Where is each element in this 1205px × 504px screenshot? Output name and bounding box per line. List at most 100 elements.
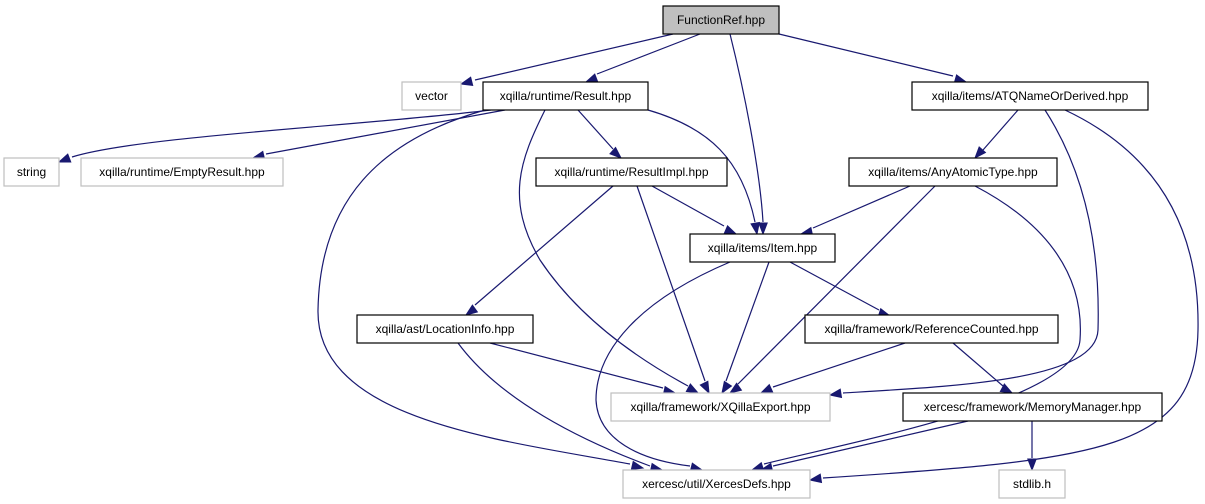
- edge-line: [636, 185, 706, 382]
- node-refcounted-box: [804, 314, 1059, 344]
- edge-arrowhead: [57, 153, 72, 163]
- edge-arrowhead: [828, 388, 843, 399]
- node-string-box: [3, 157, 60, 187]
- edge-functionref-to-atqname: [778, 33, 968, 84]
- node-result[interactable]: xqilla/runtime/Result.hpp: [482, 81, 649, 111]
- node-vector[interactable]: vector: [401, 81, 462, 111]
- edge-line: [737, 185, 936, 385]
- node-resultimpl-label: xqilla/runtime/ResultImpl.hpp: [554, 165, 708, 179]
- node-atqname-label: xqilla/items/ATQNameOrDerived.hpp: [932, 89, 1129, 103]
- edge-memmanager-to-stdlib: [1027, 421, 1037, 472]
- edge-locationinfo-to-xqillaexport: [489, 342, 677, 396]
- edge-line: [596, 33, 701, 75]
- edge-line: [729, 33, 764, 223]
- edge-line: [812, 185, 911, 229]
- edge-line: [842, 109, 1099, 394]
- node-resultimpl-box: [535, 157, 728, 187]
- edge-refcounted-to-xqillaexport: [759, 342, 906, 394]
- edge-arrowhead: [630, 460, 645, 471]
- node-vector-box: [401, 81, 462, 111]
- node-item-label: xqilla/items/Item.hpp: [708, 241, 818, 255]
- edge-arrowhead: [728, 382, 743, 394]
- node-emptyresult-box: [80, 157, 284, 187]
- node-xercesdefs[interactable]: xercesc/util/XercesDefs.hpp: [622, 469, 811, 499]
- edge-arrowhead: [1027, 458, 1037, 472]
- node-item[interactable]: xqilla/items/Item.hpp: [689, 233, 836, 263]
- node-memmanager[interactable]: xercesc/framework/MemoryManager.hpp: [902, 392, 1163, 422]
- edge-memmanager-to-xercesdefs: [759, 420, 969, 473]
- node-locationinfo-label: xqilla/ast/LocationInfo.hpp: [376, 322, 515, 336]
- node-memmanager-box: [902, 392, 1163, 422]
- edge-resultimpl-to-xqillaexport: [636, 185, 710, 395]
- node-refcounted[interactable]: xqilla/framework/ReferenceCounted.hpp: [804, 314, 1059, 344]
- node-string[interactable]: string: [3, 157, 60, 187]
- edge-arrowhead: [609, 146, 623, 159]
- edge-line: [952, 342, 1004, 387]
- node-locationinfo-box: [356, 314, 534, 344]
- edge-item-to-xercesdefs: [595, 261, 731, 472]
- node-xqillaexport[interactable]: xqilla/framework/XQillaExport.hpp: [610, 392, 831, 422]
- edge-result-to-resultimpl: [577, 109, 623, 159]
- edge-item-to-refcounted: [789, 261, 892, 318]
- edge-line: [317, 109, 631, 465]
- edge-resultimpl-to-item: [651, 185, 738, 235]
- edge-result-to-string: [57, 109, 492, 163]
- edge-line: [822, 109, 1199, 479]
- node-locationinfo[interactable]: xqilla/ast/LocationInfo.hpp: [356, 314, 534, 344]
- edge-arrowhead: [685, 383, 700, 394]
- node-xqillaexport-label: xqilla/framework/XQillaExport.hpp: [630, 400, 810, 414]
- edge-arrowhead: [699, 380, 710, 395]
- node-functionref[interactable]: FunctionRef.hpp: [662, 5, 780, 35]
- edge-line: [647, 109, 756, 223]
- node-memmanager-label: xercesc/framework/MemoryManager.hpp: [924, 400, 1142, 414]
- edge-arrowhead: [723, 224, 738, 235]
- edge-result-to-emptyresult: [251, 109, 506, 161]
- node-xercesdefs-label: xercesc/util/XercesDefs.hpp: [642, 477, 791, 491]
- edge-line: [265, 109, 506, 155]
- node-atqname-box: [911, 81, 1149, 111]
- edge-arrowhead: [584, 73, 599, 83]
- edge-result-to-item: [647, 109, 760, 236]
- edge-line: [474, 185, 614, 306]
- edge-arrowhead: [759, 383, 774, 394]
- edge-atqname-to-xercesdefs: [808, 109, 1199, 484]
- edge-line: [982, 109, 1019, 151]
- edge-line: [725, 261, 770, 382]
- node-atqname[interactable]: xqilla/items/ATQNameOrDerived.hpp: [911, 81, 1149, 111]
- edge-item-to-xqillaexport: [721, 261, 770, 395]
- edge-line: [763, 185, 1081, 465]
- node-result-label: xqilla/runtime/Result.hpp: [500, 89, 632, 103]
- node-vector-label: vector: [415, 89, 448, 103]
- edge-arrowhead: [758, 222, 768, 236]
- edge-line: [457, 342, 651, 467]
- edge-arrowhead: [721, 380, 733, 395]
- edge-functionref-to-vector: [459, 33, 674, 86]
- node-functionref-box: [662, 5, 780, 35]
- edge-line: [789, 261, 880, 311]
- edges-layer: [57, 33, 1199, 484]
- node-emptyresult[interactable]: xqilla/runtime/EmptyResult.hpp: [80, 157, 284, 187]
- edge-arrowhead: [999, 383, 1014, 394]
- node-item-box: [689, 233, 836, 263]
- node-xqillaexport-box: [610, 392, 831, 422]
- edge-arrowhead: [464, 304, 479, 316]
- edge-arrowhead: [459, 76, 474, 86]
- edge-anyatomic-to-xqillaexport: [728, 185, 936, 394]
- edge-line: [71, 109, 492, 158]
- edge-line: [489, 342, 664, 389]
- edge-line: [474, 33, 674, 81]
- edge-line: [518, 109, 689, 387]
- node-anyatomic[interactable]: xqilla/items/AnyAtomicType.hpp: [848, 157, 1058, 187]
- node-xercesdefs-box: [622, 469, 811, 499]
- edge-refcounted-to-memmanager: [952, 342, 1014, 394]
- node-functionref-label: FunctionRef.hpp: [677, 13, 765, 27]
- node-stdlib[interactable]: stdlib.h: [998, 469, 1066, 499]
- node-string-label: string: [17, 165, 46, 179]
- node-stdlib-label: stdlib.h: [1013, 477, 1051, 491]
- node-stdlib-box: [998, 469, 1066, 499]
- edge-arrowhead: [750, 221, 760, 236]
- nodes-layer: FunctionRef.hpp vector xqilla/runtime/Re…: [3, 5, 1163, 499]
- node-resultimpl[interactable]: xqilla/runtime/ResultImpl.hpp: [535, 157, 728, 187]
